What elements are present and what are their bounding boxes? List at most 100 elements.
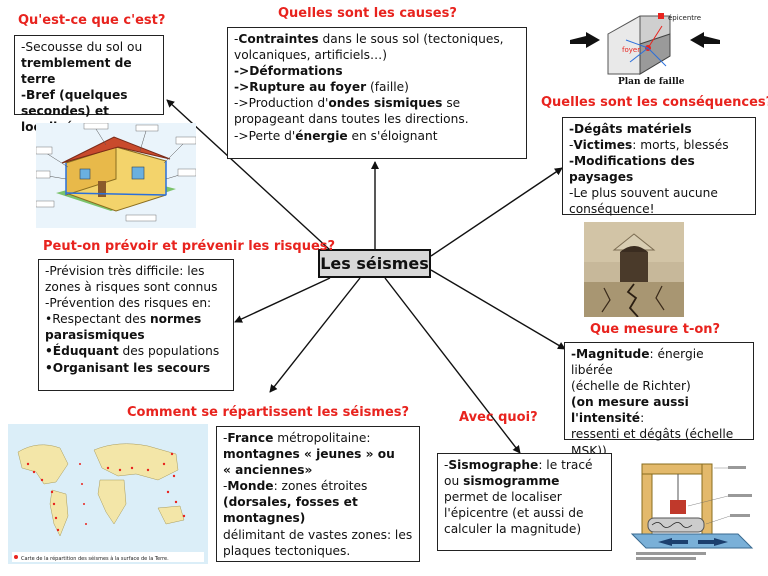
text-line: -Secousse du sol ou: [21, 39, 157, 55]
text-line: permet de localiser: [444, 489, 605, 505]
text-line: -Sismographe: le tracé: [444, 457, 605, 473]
text-segment: normes: [149, 312, 202, 327]
text-line: tremblement de terre: [21, 55, 157, 87]
seismograph-illustration: [628, 456, 758, 564]
text-line: -Bref (quelques: [21, 87, 157, 103]
text-line: plaques tectoniques.: [223, 543, 413, 559]
consequences-box: -Dégâts matériels-Victimes: morts, bless…: [562, 117, 756, 217]
text-line: (échelle de Richter): [571, 378, 747, 394]
text-line: calculer la magnitude): [444, 521, 605, 537]
text-segment: -: [234, 32, 239, 46]
text-segment: -Secousse du sol ou: [21, 40, 143, 54]
fault-caption: Plan de faille: [618, 77, 685, 86]
text-line: zones à risques sont connus: [45, 279, 227, 295]
fault-plane-illustration: épicentre foyer Plan de faille: [570, 4, 740, 86]
text-segment: -Le plus souvent aucune: [569, 186, 718, 201]
measurement-box: -Magnitude: énergie libérée(échelle de R…: [564, 342, 754, 458]
text-line: (dorsales, fosses et montagnes): [223, 494, 413, 526]
text-segment: •Éduquant: [45, 344, 119, 359]
arrow-to-distribution: [269, 277, 361, 393]
text-segment: : énergie libérée: [571, 347, 704, 378]
causes-box: -Contraintes dans le sous sol (tectoniqu…: [227, 27, 527, 159]
text-line: ->Déformations: [234, 63, 520, 79]
text-segment: dans le sous sol (tectoniques,: [318, 32, 504, 46]
question-distribution: Comment se répartissent les séismes?: [127, 405, 410, 420]
text-segment: -Modifications des paysages: [569, 154, 695, 185]
text-segment: ->Production d': [234, 96, 329, 111]
text-segment: ->Rupture au foyer: [234, 80, 367, 95]
text-line: -Magnitude: énergie libérée: [571, 346, 747, 378]
text-segment: se: [442, 96, 461, 111]
text-line: -Prévision très difficile: les: [45, 263, 227, 279]
text-line: •Organisant les secours: [45, 360, 227, 376]
text-segment: tremblement de terre: [21, 56, 132, 87]
text-segment: conséquence!: [569, 202, 655, 217]
text-segment: -: [444, 458, 449, 472]
text-segment: sismogramme: [463, 474, 560, 489]
text-segment: « anciennes»: [223, 463, 313, 478]
text-segment: calculer la magnitude): [444, 522, 582, 537]
text-segment: -: [223, 431, 228, 445]
text-line: -Dégâts matériels: [569, 121, 749, 137]
text-segment: (dorsales, fosses et montagnes): [223, 495, 358, 526]
arrow-to-predict: [234, 277, 331, 323]
text-segment: zones à risques sont connus: [45, 280, 218, 295]
text-segment: (on mesure aussi l'intensité: [571, 395, 689, 426]
question-causes: Quelles sont les causes?: [278, 6, 457, 21]
text-segment: (faille): [366, 80, 409, 95]
text-line: ->Perte d'énergie en s'éloignant: [234, 128, 520, 144]
text-segment: parasismiques: [45, 328, 145, 343]
text-segment: :: [640, 411, 645, 426]
text-line: -Monde: zones étroites: [223, 478, 413, 494]
text-segment: métropolitaine:: [273, 431, 371, 445]
question-consequences: Quelles sont les conséquences?: [541, 95, 768, 110]
text-line: ->Rupture au foyer (faille): [234, 79, 520, 95]
text-segment: volcaniques, artificiels…): [234, 48, 387, 63]
text-line: conséquence!: [569, 201, 749, 217]
text-line: -Modifications des paysages: [569, 153, 749, 185]
text-segment: -Prévision très difficile: les: [45, 264, 205, 278]
world-seismicity-map: Carte de la répartition des séismes à la…: [8, 424, 208, 564]
text-segment: -Magnitude: [571, 347, 650, 361]
text-line: parasismiques: [45, 327, 227, 343]
distribution-box: -France métropolitaine:montagnes « jeune…: [216, 426, 420, 562]
foyer-label: foyer: [622, 46, 640, 54]
text-segment: : le tracé: [538, 458, 593, 472]
text-line: délimitant de vastes zones: les: [223, 527, 413, 543]
text-line: •Éduquant des populations: [45, 343, 227, 359]
text-line: l'épicentre (et aussi de: [444, 505, 605, 521]
text-line: montagnes « jeunes » ou: [223, 446, 413, 462]
text-segment: en s'éloignant: [347, 128, 438, 143]
text-line: -Contraintes dans le sous sol (tectoniqu…: [234, 31, 520, 47]
text-segment: France: [227, 431, 274, 445]
question-with-what: Avec quoi?: [459, 410, 538, 425]
text-line: volcaniques, artificiels…): [234, 47, 520, 63]
text-segment: : zones étroites: [273, 479, 368, 494]
arrow-to-consequences: [430, 167, 563, 257]
text-line: ressenti et dégâts (échelle: [571, 426, 747, 442]
text-segment: délimitant de vastes zones: les: [223, 527, 413, 542]
text-segment: : morts, blessés: [632, 138, 729, 153]
text-segment: propageant dans toutes les directions.: [234, 112, 469, 127]
text-segment: •Organisant les secours: [45, 360, 211, 375]
text-segment: l'épicentre (et aussi de: [444, 506, 584, 521]
text-segment: permet de localiser: [444, 490, 562, 505]
text-segment: -Bref (quelques: [21, 88, 128, 103]
text-segment: •Respectant des: [45, 312, 150, 327]
text-line: -Victimes: morts, blessés: [569, 137, 749, 153]
text-segment: -: [569, 138, 574, 153]
arrow-to-measure: [430, 269, 566, 350]
text-line: (on mesure aussi l'intensité:: [571, 394, 747, 426]
text-segment: plaques tectoniques.: [223, 543, 351, 558]
question-measure: Que mesure t-on?: [590, 322, 721, 337]
text-line: « anciennes»: [223, 462, 413, 478]
central-topic: Les séismes: [318, 249, 431, 278]
epicentre-label: épicentre: [668, 14, 701, 22]
text-segment: ressenti et dégâts (échelle: [571, 427, 734, 442]
text-segment: -Dégâts matériels: [569, 122, 692, 136]
text-line: ->Production d'ondes sismiques se: [234, 95, 520, 111]
text-segment: ->Déformations: [234, 64, 343, 79]
text-segment: des populations: [118, 344, 220, 359]
text-line: -Le plus souvent aucune: [569, 185, 749, 201]
